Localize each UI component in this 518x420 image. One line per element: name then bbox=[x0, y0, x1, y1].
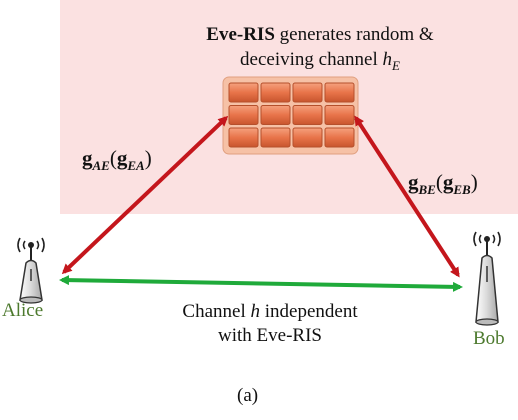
ris-element bbox=[260, 82, 291, 103]
ris-element bbox=[292, 127, 323, 148]
ris-element bbox=[292, 105, 323, 125]
ris-element bbox=[260, 127, 291, 148]
alice-antenna-icon bbox=[17, 237, 45, 304]
ris-element-grid bbox=[228, 82, 355, 148]
alice-label: Alice bbox=[2, 300, 44, 321]
ris-panel bbox=[222, 76, 359, 155]
ris-name: Eve-RIS bbox=[206, 24, 275, 45]
alice-eve-link bbox=[61, 115, 229, 275]
bob-antenna-icon bbox=[473, 231, 501, 326]
ris-element bbox=[228, 82, 259, 103]
ris-element bbox=[324, 105, 355, 125]
direct-channel-label: Channel h independent with Eve-RIS bbox=[182, 301, 358, 346]
ris-desc-line2: deceiving channel bbox=[240, 49, 378, 70]
ris-channel-subscript: E bbox=[391, 58, 400, 73]
bob-eve-link bbox=[354, 115, 460, 278]
bob-eve-link-label: gBE(gEB) bbox=[408, 170, 478, 197]
ris-element bbox=[324, 127, 355, 148]
ris-element bbox=[228, 127, 259, 148]
bob-label: Bob bbox=[473, 328, 505, 349]
ris-channel-symbol: h bbox=[382, 49, 392, 70]
ris-element bbox=[292, 82, 323, 103]
ris-description: Eve-RIS generates random & deceiving cha… bbox=[170, 22, 470, 78]
ris-element bbox=[324, 82, 355, 103]
alice-eve-link-label: gAE(gEA) bbox=[82, 146, 152, 173]
alice-bob-link bbox=[59, 275, 463, 292]
ris-element bbox=[228, 105, 259, 125]
ris-element bbox=[260, 105, 291, 125]
figure-caption: (a) bbox=[237, 385, 259, 406]
ris-desc-line1: generates random & bbox=[279, 24, 434, 45]
